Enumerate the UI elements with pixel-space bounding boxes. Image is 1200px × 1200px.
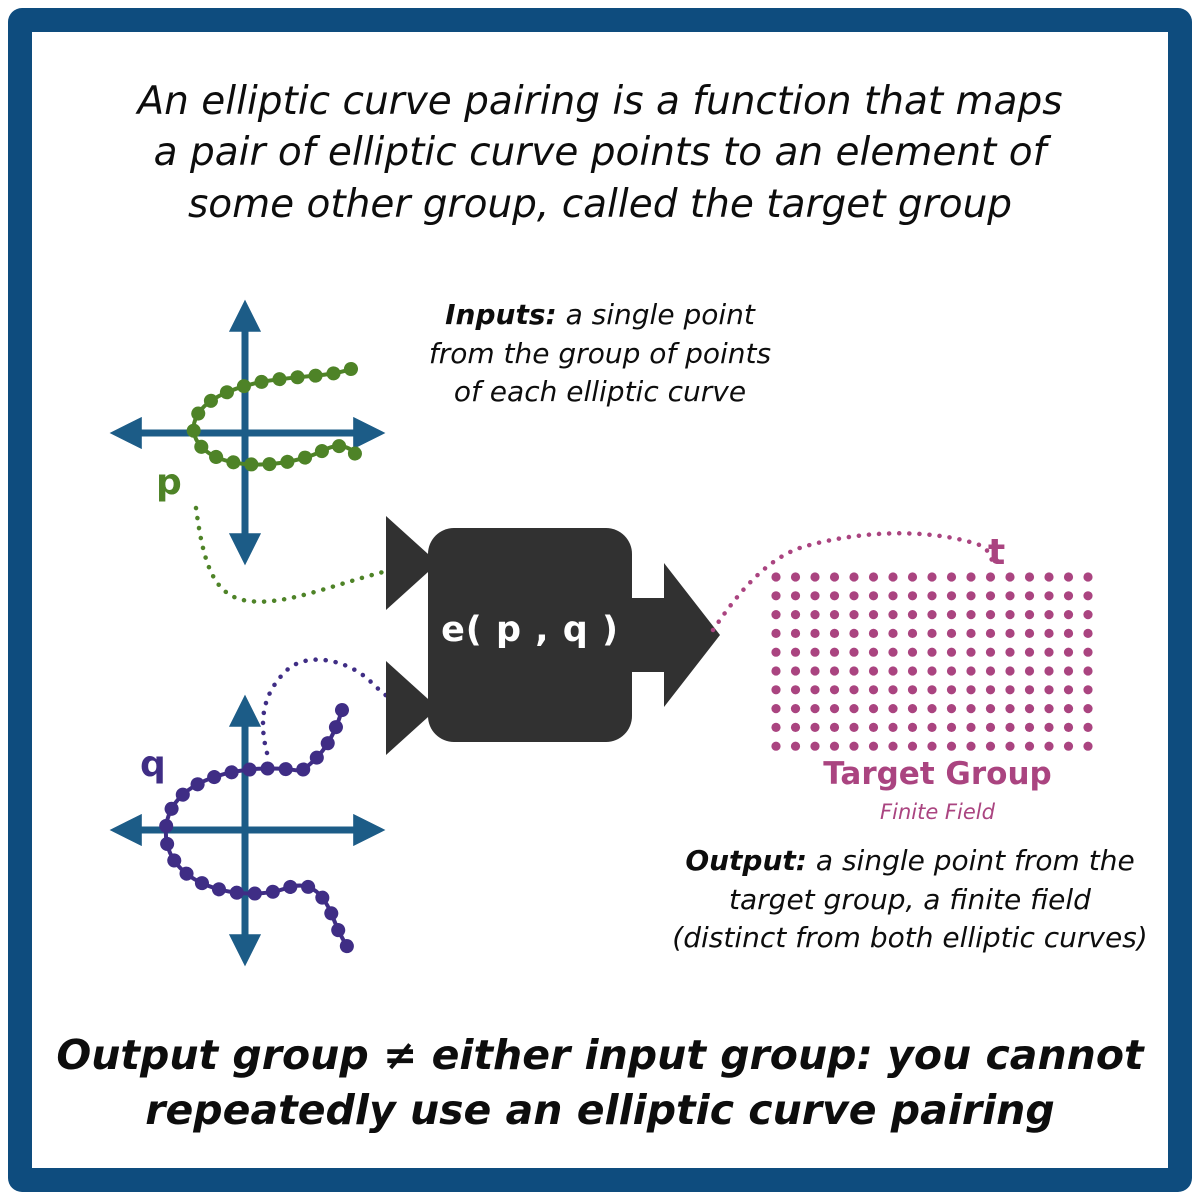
target-group-dot-grid — [771, 572, 1093, 751]
target-group-subtitle: Finite Field — [880, 800, 995, 824]
headline-line: some other group, called the target grou… — [187, 181, 1013, 227]
output-caption-line: target group, a finite field — [729, 882, 1091, 916]
inputs-caption-line: of each elliptic curve — [453, 375, 747, 409]
output-caption-line: (distinct from both elliptic curves) — [672, 921, 1148, 955]
footer-statement: Output group ≠ either input group: you c… — [0, 1028, 1200, 1139]
headline: An elliptic curve pairing is a function … — [0, 76, 1200, 230]
inputs-caption-line: Inputs: a single point — [445, 298, 755, 331]
p-curve-axes-icon — [109, 299, 386, 566]
footer-line: Output group ≠ either input group: you c… — [56, 1031, 1144, 1079]
pairing-function-label: e( p , q ) — [441, 610, 619, 650]
inputs-caption: Inputs: a single point from the group of… — [370, 296, 830, 412]
headline-line: An elliptic curve pairing is a function … — [137, 79, 1063, 124]
p-input-dotted-path — [193, 505, 394, 604]
target-group-title: Target Group — [823, 756, 1052, 792]
output-caption-line: Output: a single point from the — [685, 844, 1135, 877]
inputs-label: Inputs: — [445, 298, 557, 331]
p-elliptic-curve-icon — [186, 362, 363, 472]
t-point-label: t — [988, 532, 1006, 573]
footer-line: repeatedly use an elliptic curve pairing — [145, 1086, 1055, 1135]
q-curve-axes-icon — [109, 694, 386, 967]
output-caption: Output: a single point from the target g… — [660, 842, 1160, 958]
output-dotted-path — [710, 531, 996, 633]
pairing-function-camera-icon — [386, 516, 720, 755]
q-elliptic-curve-icon — [158, 703, 356, 957]
inputs-caption-line: from the group of points — [428, 336, 772, 370]
output-label: Output: — [685, 844, 807, 877]
p-point-label: p — [156, 462, 182, 503]
headline-line: a pair of elliptic curve points to an el… — [153, 130, 1047, 176]
q-point-label: q — [140, 744, 166, 785]
